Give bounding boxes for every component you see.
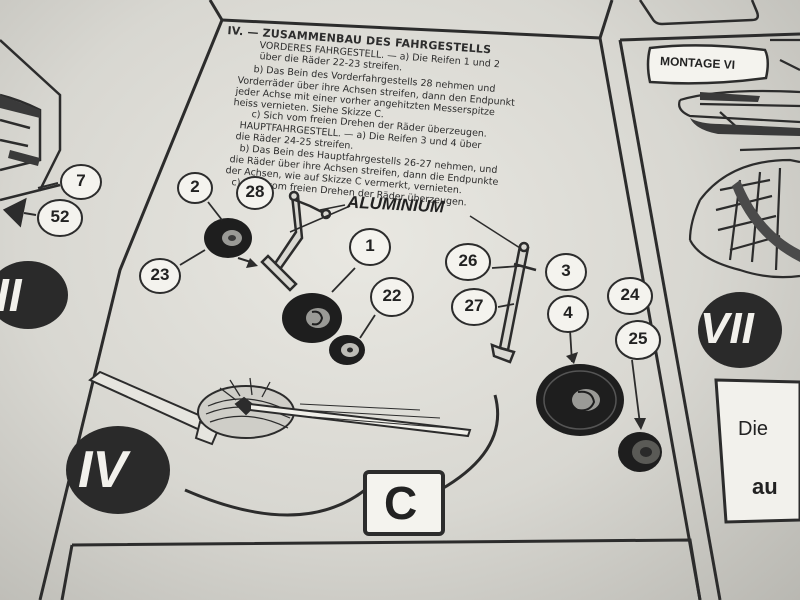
main-wheel-25 (618, 432, 662, 472)
part-number-26: 26 (458, 251, 478, 270)
section-marker-vii-badge (698, 292, 782, 368)
nose-wheel-22 (329, 335, 365, 365)
bottom-box-border (60, 538, 702, 600)
left-aircraft-sketch (0, 39, 62, 228)
rivet-sketch (88, 370, 472, 446)
part-number-52: 52 (50, 207, 70, 226)
section-marker-ii: II (0, 269, 22, 321)
side-text-au: au (752, 474, 778, 499)
part-number-24: 24 (620, 285, 640, 304)
part-number-22: 22 (382, 286, 402, 305)
nose-tire-2 (204, 218, 252, 258)
side-text-box (714, 378, 800, 524)
part-number-28: 28 (245, 182, 265, 201)
main-gear-leg-26-27 (490, 241, 537, 364)
section-marker-iv-badge (66, 426, 170, 514)
main-tire-4 (536, 364, 624, 436)
left-aircraft-shading (0, 95, 40, 166)
left-panel-border (38, 19, 224, 600)
right-panel-border-inner (618, 39, 722, 600)
part-number-7: 7 (76, 171, 86, 190)
right-aircraft-sketch (678, 38, 800, 279)
nose-gear-leg-28 (260, 190, 332, 292)
part-number-3: 3 (561, 261, 571, 280)
nose-tire-1 (282, 293, 342, 343)
part-number-4: 4 (563, 303, 573, 322)
section-marker-iv: IV (78, 441, 128, 499)
part-number-1: 1 (365, 236, 375, 255)
sketch-c-box (363, 470, 445, 536)
part-number-23: 23 (150, 265, 170, 284)
part-number-27: 27 (464, 296, 484, 315)
section-marker-ii-badge (0, 261, 68, 329)
montage-vi-tag (646, 44, 769, 85)
side-text-die: Die (738, 418, 769, 440)
part-number-2: 2 (190, 177, 200, 196)
sketch-c-label: C (384, 477, 418, 529)
section-marker-vii: VII (700, 304, 754, 353)
part-number-25: 25 (628, 329, 648, 348)
